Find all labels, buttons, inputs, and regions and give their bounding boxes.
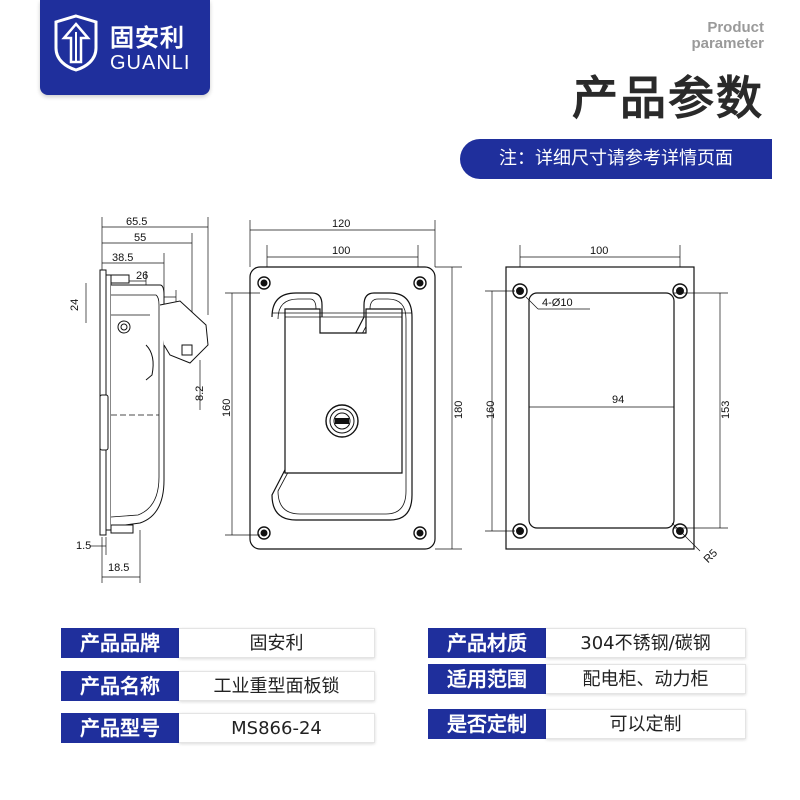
dim-label: 18.5 xyxy=(108,562,129,574)
spec-row-custom: 是否定制 可以定制 xyxy=(428,709,746,739)
brand-name-en: GUANLI xyxy=(110,52,191,74)
section-subtitle: Product parameter xyxy=(654,20,764,52)
cutout-view: 100 4-Ø10 94 160 153 R5 xyxy=(485,245,732,566)
spec-label: 产品型号 xyxy=(61,713,179,743)
side-view: 65.5 55 38.5 26 12 24 8.2 1 xyxy=(69,216,209,583)
spec-value: 可以定制 xyxy=(546,709,746,739)
front-view: 120 100 160 180 xyxy=(221,218,465,550)
subtitle-line-2: parameter xyxy=(691,35,764,52)
spec-label: 产品材质 xyxy=(428,628,546,658)
shield-icon xyxy=(54,14,98,72)
dim-label: 94 xyxy=(612,394,624,406)
brand-name-cn: 固安利 xyxy=(110,24,185,52)
spec-label: 适用范围 xyxy=(428,664,546,694)
dim-label: 120 xyxy=(332,218,350,230)
dim-label: 160 xyxy=(221,399,233,417)
dim-label: 38.5 xyxy=(112,252,133,264)
spec-label: 产品名称 xyxy=(61,671,179,701)
dim-label: 153 xyxy=(720,401,732,419)
radius-label: R5 xyxy=(702,547,720,565)
logo-badge: 固安利 GUANLI xyxy=(40,0,210,95)
spec-value: 固安利 xyxy=(179,628,375,658)
spec-label: 产品品牌 xyxy=(61,628,179,658)
technical-drawing: 65.5 55 38.5 26 12 24 8.2 1 xyxy=(69,216,732,583)
dim-label: 55 xyxy=(134,232,146,244)
dim-label: 24 xyxy=(69,299,81,311)
spec-row-model: 产品型号 MS866-24 xyxy=(61,713,375,743)
spec-row-usage: 适用范围 配电柜、动力柜 xyxy=(428,664,746,694)
spec-value: 304不锈钢/碳钢 xyxy=(546,628,746,658)
dim-label: 100 xyxy=(332,245,350,257)
spec-row-material: 产品材质 304不锈钢/碳钢 xyxy=(428,628,746,658)
spec-row-name: 产品名称 工业重型面板锁 xyxy=(61,671,375,701)
dim-label: 26 xyxy=(136,270,148,282)
hole-callout: 4-Ø10 xyxy=(542,297,573,309)
spec-value: MS866-24 xyxy=(179,713,375,743)
page-title: 产品参数 xyxy=(572,71,764,125)
spec-row-brand: 产品品牌 固安利 xyxy=(61,628,375,658)
subtitle-line-1: Product xyxy=(707,19,764,36)
note-banner: 注：详细尺寸请参考详情页面 xyxy=(460,139,772,179)
dim-label: 1.5 xyxy=(76,540,91,552)
spec-value: 工业重型面板锁 xyxy=(179,671,375,701)
dim-label: 180 xyxy=(453,401,465,419)
dim-label: 160 xyxy=(485,401,497,419)
dim-label: 8.2 xyxy=(194,386,206,401)
dim-label: 100 xyxy=(590,245,608,257)
spec-label: 是否定制 xyxy=(428,709,546,739)
dim-label: 65.5 xyxy=(126,216,147,228)
spec-value: 配电柜、动力柜 xyxy=(546,664,746,694)
